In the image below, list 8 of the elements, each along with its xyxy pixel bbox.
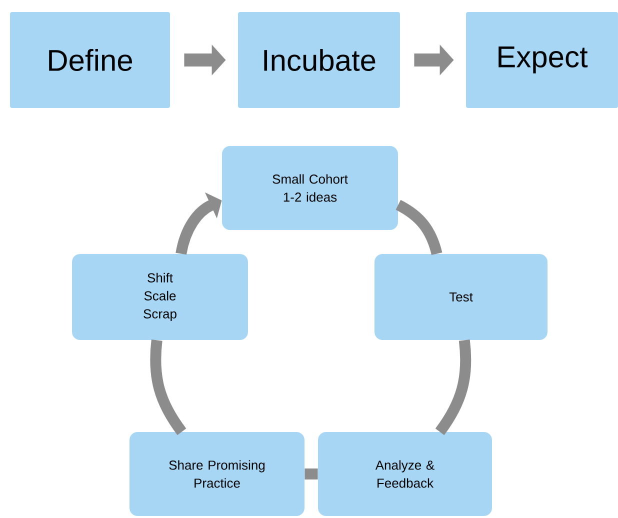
step-box: Incubate <box>238 12 400 108</box>
cycle-box: Test <box>374 254 548 340</box>
cycle-box: Analyze & Feedback <box>318 432 492 516</box>
step-box: Expect <box>466 12 618 108</box>
cycle-box: Share Promising Practice <box>130 432 304 516</box>
cycle-box: Shift Scale Scrap <box>72 254 248 340</box>
step-box: Define <box>10 12 170 108</box>
cycle-box: Small Cohort 1-2 ideas <box>222 146 398 230</box>
